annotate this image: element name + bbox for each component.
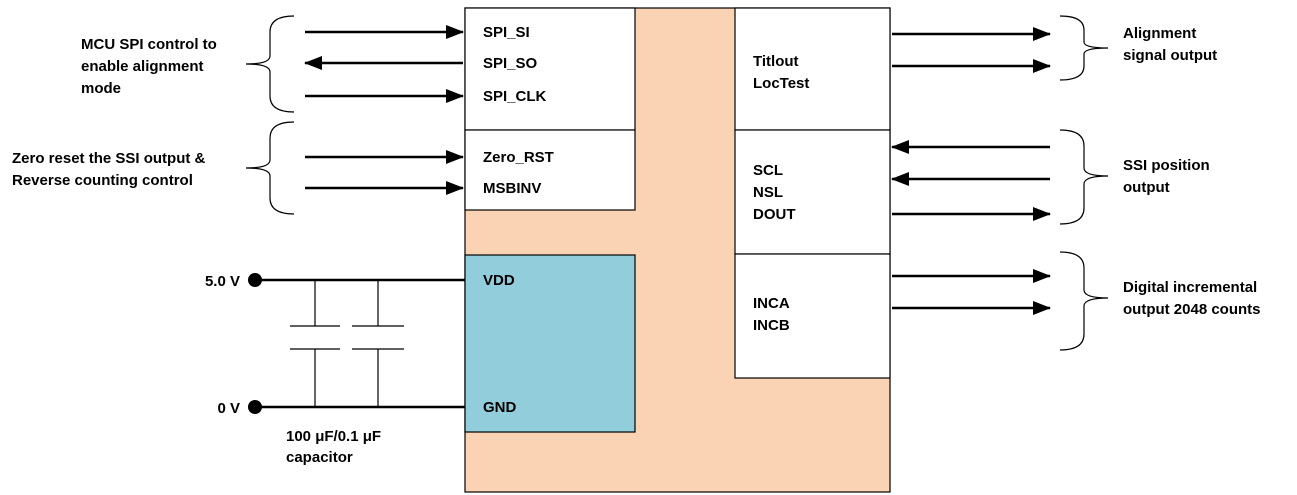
pin-nsl: NSL bbox=[753, 184, 783, 201]
alignment-pin-box bbox=[734, 7, 891, 131]
pin-vdd: VDD bbox=[483, 272, 515, 289]
pin-zero-rst: Zero_RST bbox=[483, 149, 554, 166]
spi-pin-box bbox=[464, 7, 636, 131]
incremental-brace bbox=[1059, 251, 1109, 351]
supply-5v-label: 5.0 V bbox=[205, 273, 240, 290]
ssi-label-line-2: output bbox=[1123, 179, 1170, 196]
supply-0v-label: 0 V bbox=[217, 400, 240, 417]
pin-spi-clk: SPI_CLK bbox=[483, 88, 547, 105]
control-brace bbox=[245, 121, 295, 215]
incremental-label-line-2: output 2048 counts bbox=[1123, 301, 1261, 318]
alignment-label-line-2: signal output bbox=[1123, 47, 1217, 64]
capacitor-1 bbox=[290, 280, 340, 407]
spi-brace bbox=[245, 15, 295, 113]
capacitor-label-line-2: capacitor bbox=[286, 449, 353, 466]
pin-inca: INCA bbox=[753, 295, 790, 312]
pin-loctest: LocTest bbox=[753, 75, 809, 92]
vdd-terminal bbox=[248, 273, 262, 287]
pin-spi-si: SPI_SI bbox=[483, 24, 530, 41]
mcu-spi-label-line-3: mode bbox=[81, 80, 121, 97]
ssi-label-line-1: SSI position bbox=[1123, 157, 1210, 174]
mcu-spi-label-line-2: enable alignment bbox=[81, 58, 204, 75]
pin-spi-so: SPI_SO bbox=[483, 55, 538, 72]
ssi-brace bbox=[1059, 129, 1109, 225]
incremental-pin-box bbox=[734, 253, 891, 379]
incremental-label-line-1: Digital incremental bbox=[1123, 279, 1257, 296]
pin-titlout: Titlout bbox=[753, 53, 799, 70]
ssi-pin-box bbox=[734, 129, 891, 255]
pin-gnd: GND bbox=[483, 399, 517, 416]
alignment-label-line-1: Alignment bbox=[1123, 25, 1196, 42]
alignment-brace bbox=[1059, 15, 1109, 81]
mcu-spi-label-line-1: MCU SPI control to bbox=[81, 36, 217, 53]
pin-incb: INCB bbox=[753, 317, 790, 334]
gnd-terminal bbox=[248, 400, 262, 414]
pin-msbinv: MSBINV bbox=[483, 180, 541, 197]
capacitor-label-line-1: 100 μF/0.1 μF bbox=[286, 428, 381, 445]
pin-dout: DOUT bbox=[753, 206, 796, 223]
power-block bbox=[464, 254, 636, 433]
pin-scl: SCL bbox=[753, 162, 783, 179]
control-pin-box bbox=[464, 129, 636, 211]
capacitor-2 bbox=[352, 280, 404, 407]
zero-reset-label-line-2: Reverse counting control bbox=[12, 172, 193, 189]
zero-reset-label-line-1: Zero reset the SSI output & bbox=[12, 150, 206, 167]
